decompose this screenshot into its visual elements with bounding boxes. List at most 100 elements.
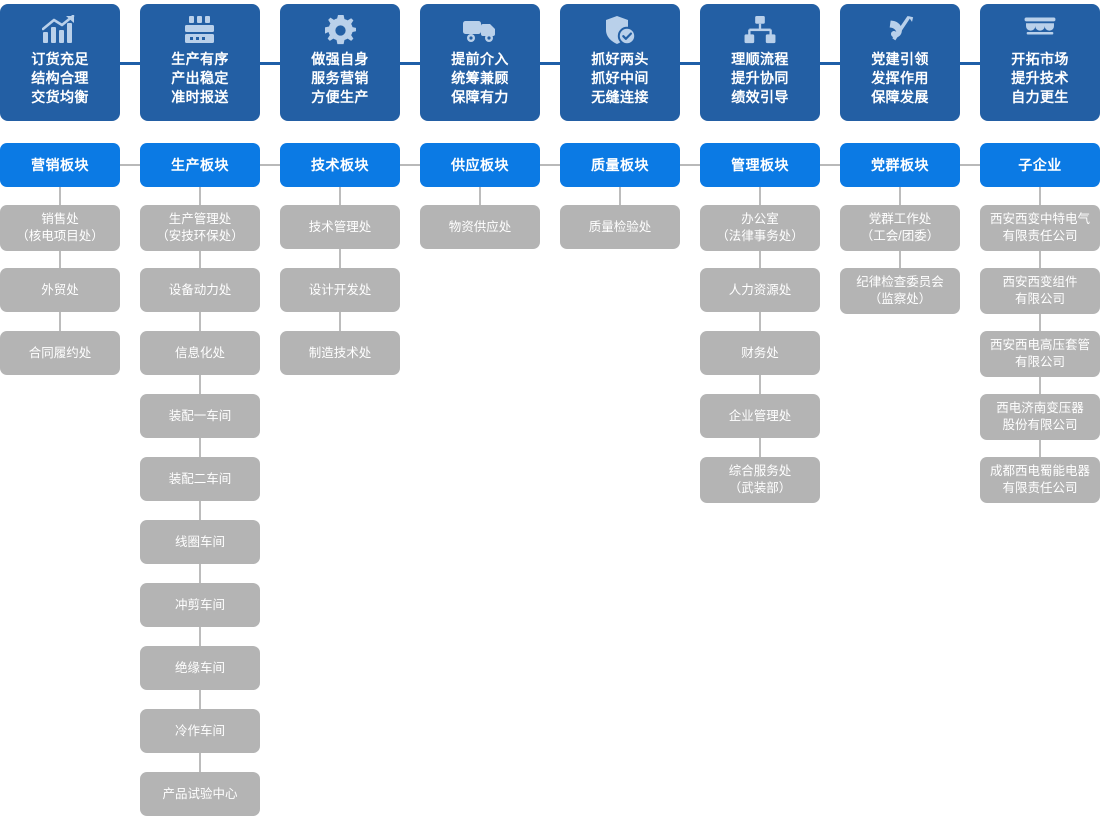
- department-box[interactable]: 财务处: [700, 331, 820, 375]
- section-header-supply[interactable]: 供应板块: [420, 143, 540, 187]
- vertical-connector: [1039, 251, 1041, 268]
- vertical-connector: [899, 251, 901, 268]
- department-line: 西安西变中特电气: [989, 212, 1090, 226]
- department-text: 物资供应处: [449, 219, 512, 236]
- vertical-connector: [199, 753, 201, 772]
- vertical-connector: [59, 251, 61, 268]
- vertical-connector: [1039, 440, 1041, 457]
- section-header-production[interactable]: 生产板块: [140, 143, 260, 187]
- department-text: 销售处（核电项目处）: [16, 211, 104, 245]
- department-line: 销售处: [41, 212, 79, 226]
- department-box[interactable]: 绝缘车间: [140, 646, 260, 690]
- vertical-connector: [59, 312, 61, 331]
- top-card-connector: [680, 62, 700, 65]
- department-line: 企业管理处: [728, 408, 792, 423]
- department-text: 生产管理处（安技环保处）: [156, 211, 244, 245]
- department-line: 党群工作处: [868, 212, 932, 226]
- department-box[interactable]: 综合服务处（武装部）: [700, 457, 820, 503]
- department-box[interactable]: 装配一车间: [140, 394, 260, 438]
- department-box[interactable]: 设备动力处: [140, 268, 260, 312]
- department-box[interactable]: 信息化处: [140, 331, 260, 375]
- strategy-card-text: 理顺流程提升协同绩效引导: [700, 50, 820, 107]
- department-box[interactable]: 生产管理处（安技环保处）: [140, 205, 260, 251]
- top-card-connector: [400, 62, 420, 65]
- strategy-line: 发挥作用: [871, 70, 929, 86]
- strategy-card-text: 党建引领发挥作用保障发展: [840, 50, 960, 107]
- vertical-connector: [1039, 314, 1041, 331]
- department-line: 有限公司: [1014, 292, 1065, 306]
- department-box[interactable]: 质量检验处: [560, 205, 680, 249]
- strategy-line: 开拓市场: [1011, 51, 1069, 67]
- department-line: 冲剪车间: [174, 597, 225, 612]
- department-box[interactable]: 制造技术处: [280, 331, 400, 375]
- department-box[interactable]: 产品试验中心: [140, 772, 260, 816]
- strategy-card-supply: 提前介入统筹兼顾保障有力: [420, 4, 540, 121]
- vertical-connector: [59, 187, 61, 205]
- strategy-line: 抓好两头: [591, 51, 649, 67]
- vertical-connector: [199, 690, 201, 709]
- department-box[interactable]: 冷作车间: [140, 709, 260, 753]
- strategy-line: 抓好中间: [591, 70, 649, 86]
- strategy-card-text: 提前介入统筹兼顾保障有力: [420, 50, 540, 107]
- department-line: 合同履约处: [28, 345, 92, 360]
- strategy-line: 保障发展: [871, 89, 929, 105]
- department-box[interactable]: 冲剪车间: [140, 583, 260, 627]
- strategy-line: 生产有序: [171, 51, 229, 67]
- department-text: 线圈车间: [175, 534, 225, 551]
- top-card-connector: [960, 62, 980, 65]
- growth-chart-icon: [0, 13, 120, 47]
- department-box[interactable]: 纪律检查委员会（监察处）: [840, 268, 960, 314]
- department-line: 综合服务处: [728, 464, 792, 478]
- department-box[interactable]: 西安西电高压套管有限公司: [980, 331, 1100, 377]
- strategy-card-party: 党建引领发挥作用保障发展: [840, 4, 960, 121]
- strategy-line: 统筹兼顾: [451, 70, 509, 86]
- shield-check-icon: [560, 13, 680, 47]
- strategy-card-text: 做强自身服务营销方便生产: [280, 50, 400, 107]
- strategy-card-text: 抓好两头抓好中间无缝连接: [560, 50, 680, 107]
- header-connector: [680, 164, 700, 166]
- department-line: 制造技术处: [308, 345, 372, 360]
- department-box[interactable]: 企业管理处: [700, 394, 820, 438]
- strategy-line: 订货充足: [31, 51, 89, 67]
- department-line: 外贸处: [41, 282, 79, 297]
- department-box[interactable]: 线圈车间: [140, 520, 260, 564]
- section-header-technology[interactable]: 技术板块: [280, 143, 400, 187]
- department-box[interactable]: 西安西变中特电气有限责任公司: [980, 205, 1100, 251]
- department-box[interactable]: 成都西电蜀能电器有限责任公司: [980, 457, 1100, 503]
- department-box[interactable]: 西电济南变压器股份有限公司: [980, 394, 1100, 440]
- department-box[interactable]: 技术管理处: [280, 205, 400, 249]
- department-box[interactable]: 合同履约处: [0, 331, 120, 375]
- department-box[interactable]: 销售处（核电项目处）: [0, 205, 120, 251]
- section-header-marketing[interactable]: 营销板块: [0, 143, 120, 187]
- header-connector: [260, 164, 280, 166]
- department-text: 装配二车间: [169, 471, 232, 488]
- section-header-party[interactable]: 党群板块: [840, 143, 960, 187]
- department-text: 外贸处: [41, 282, 79, 299]
- department-box[interactable]: 装配二车间: [140, 457, 260, 501]
- department-text: 技术管理处: [309, 219, 372, 236]
- vertical-connector: [899, 187, 901, 205]
- department-box[interactable]: 设计开发处: [280, 268, 400, 312]
- top-card-connector: [120, 62, 140, 65]
- department-box[interactable]: 人力资源处: [700, 268, 820, 312]
- strategy-line: 绩效引导: [731, 89, 789, 105]
- top-card-connector: [820, 62, 840, 65]
- section-header-quality[interactable]: 质量板块: [560, 143, 680, 187]
- strategy-line: 党建引领: [871, 51, 929, 67]
- department-text: 西安西变组件有限公司: [1002, 274, 1077, 308]
- department-line: 有限责任公司: [1002, 229, 1078, 243]
- vertical-connector: [199, 438, 201, 457]
- department-box[interactable]: 物资供应处: [420, 205, 540, 249]
- department-line: 股份有限公司: [1002, 418, 1078, 432]
- department-line: 西电济南变压器: [996, 401, 1084, 415]
- department-box[interactable]: 办公室（法律事务处）: [700, 205, 820, 251]
- department-line: 装配一车间: [168, 408, 232, 423]
- department-text: 人力资源处: [729, 282, 792, 299]
- strategy-line: 保障有力: [451, 89, 509, 105]
- department-box[interactable]: 党群工作处（工会/团委）: [840, 205, 960, 251]
- section-header-subsidiaries[interactable]: 子企业: [980, 143, 1100, 187]
- vertical-connector: [339, 187, 341, 205]
- department-box[interactable]: 西安西变组件有限公司: [980, 268, 1100, 314]
- department-box[interactable]: 外贸处: [0, 268, 120, 312]
- section-header-management[interactable]: 管理板块: [700, 143, 820, 187]
